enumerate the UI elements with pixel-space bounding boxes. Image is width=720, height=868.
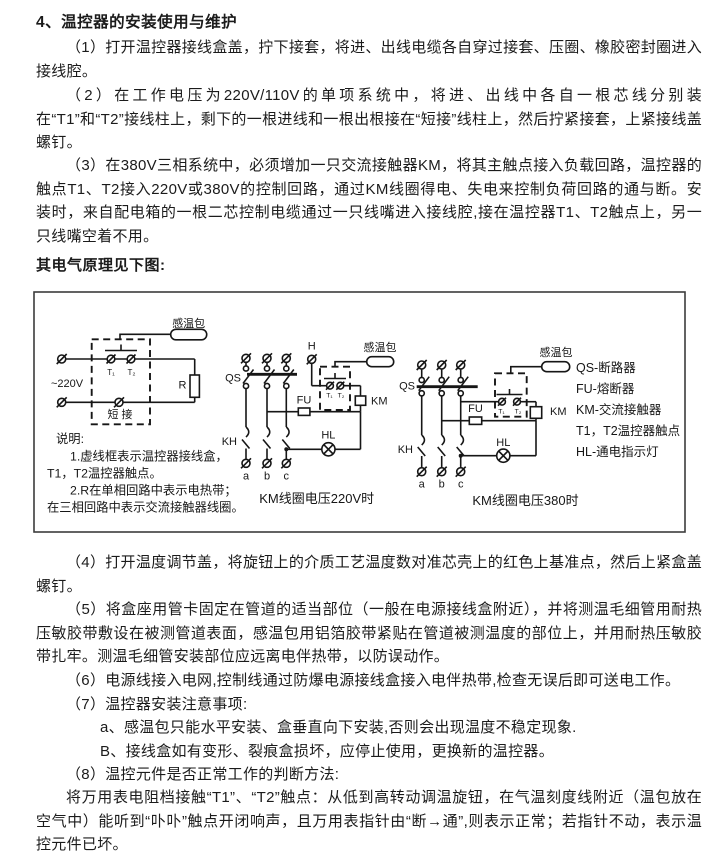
paragraph-3: （3）在380V三相系统中，必须增加一只交流接触器KM，将其主触点接入负载回路，… bbox=[36, 157, 702, 245]
phase-c-label: c bbox=[284, 471, 290, 483]
contactor-label: KM bbox=[371, 396, 388, 408]
paragraph-1: （1）打开温控器接线盒盖，拧下接套，将进、出线电缆各自穿过接套、压圈、橡胶密封圈… bbox=[36, 39, 702, 80]
contactor-coil-icon bbox=[529, 405, 543, 420]
sensor-bulb-label: 感温包 bbox=[540, 346, 573, 359]
voltage-label: ~220V bbox=[51, 378, 84, 390]
legend-qs: QS-断路器 bbox=[576, 360, 636, 375]
terminal-icon bbox=[240, 457, 292, 469]
diagram-border bbox=[33, 291, 686, 533]
junction-dot bbox=[284, 447, 289, 452]
legend-t1t2: T1，T2温控器触点 bbox=[576, 424, 680, 438]
t2-label: T₂ bbox=[338, 393, 345, 400]
junction-box-dashed bbox=[90, 338, 151, 426]
fuse-label: FU bbox=[297, 395, 312, 407]
capillary-line bbox=[509, 365, 542, 374]
diagram-notes: 说明: 1.虚线框表示温控器接线盒， T1，T2温控器触点。 2.R在单相回路中… bbox=[47, 431, 244, 515]
breaker-label: QS bbox=[399, 381, 415, 393]
thermostat-contacts-icon bbox=[496, 389, 523, 407]
legend-hl: HL-通电指示灯 bbox=[576, 444, 659, 459]
indicator-lamp-icon bbox=[320, 441, 336, 457]
neutral-terminal-label: H bbox=[308, 341, 316, 353]
paragraph-6: （6）电源线接入电网,控制线通过防爆电源接线盒接入电伴热带,检查无误后即可送电工… bbox=[66, 672, 681, 689]
thermostat-contacts-icon bbox=[324, 373, 346, 391]
paragraph-2: （2）在工作电压为220V/110V的单项系统中，将进、出线中各自一根芯线分别装… bbox=[36, 87, 702, 151]
t1-label: T₁ bbox=[326, 393, 333, 400]
heater-resistor-icon bbox=[189, 374, 201, 399]
resistor-label: R bbox=[179, 380, 187, 392]
fuse-icon bbox=[468, 416, 483, 426]
contactor-coil-icon bbox=[354, 395, 367, 407]
breaker-qs-icon bbox=[242, 362, 297, 390]
km-220v-circuit: H QS KH bbox=[222, 341, 397, 507]
paragraph-8-body: 将万用表电阻档接触“T1”、“T2”触点：从低到高转动调温旋钮，在气温刻度线附近… bbox=[36, 789, 702, 853]
paragraph-5: （5）将盒座用管卡固定在管道的适当部位（一般在电源接线盒附近），并将测温毛细管用… bbox=[36, 601, 702, 665]
indicator-lamp-icon bbox=[495, 448, 511, 464]
phase-a-label: a bbox=[419, 479, 426, 491]
notes-line-2: T1，T2温控器触点。 bbox=[47, 467, 162, 481]
fuse-icon bbox=[297, 407, 311, 417]
legend-fu: FU-熔断器 bbox=[576, 381, 635, 396]
sensor-bulb-icon bbox=[540, 360, 571, 373]
thermostat-contacts-icon bbox=[105, 344, 137, 365]
thermal-relay-label: KH bbox=[398, 444, 413, 456]
t2-label: T₂ bbox=[128, 368, 136, 377]
t1-label: T₁ bbox=[498, 409, 505, 416]
junction-dot bbox=[458, 453, 463, 458]
contactor-label: KM bbox=[550, 406, 567, 418]
short-link-label: 短 接 bbox=[107, 407, 132, 421]
phase-b-label: b bbox=[264, 471, 270, 483]
breaker-qs-icon bbox=[416, 369, 478, 397]
thermal-relay-kh-icon bbox=[417, 434, 465, 468]
notes-line-4: 在三相回路中表示交流接触器线圈。 bbox=[47, 500, 244, 515]
sensor-bulb-label: 感温包 bbox=[172, 317, 205, 330]
notes-line-1: 1.虚线框表示温控器接线盒， bbox=[70, 449, 228, 464]
thermal-relay-kh-icon bbox=[241, 426, 291, 460]
notes-line-3: 2.R在单相回路中表示电热带； bbox=[70, 483, 237, 498]
circuit-diagram-figure: 感温包 T₁ T₂ ~220V bbox=[33, 291, 686, 533]
diagram-heading: 其电气原理见下图: bbox=[36, 257, 166, 274]
single-phase-circuit: 感温包 T₁ T₂ ~220V bbox=[51, 317, 208, 426]
phase-b-label: b bbox=[439, 479, 445, 491]
paragraph-4: （4）打开温度调节盖，将旋钮上的介质工艺温度数对准芯壳上的红色上基准点，然后上紧… bbox=[36, 554, 702, 595]
terminal-icon bbox=[416, 466, 467, 478]
legend-km: KM-交流接触器 bbox=[576, 402, 662, 417]
fuse-label: FU bbox=[468, 403, 483, 415]
terminal-icon bbox=[56, 353, 125, 408]
t1-label: T₁ bbox=[107, 368, 115, 377]
paragraph-7: （7）温控器安装注意事项: bbox=[66, 696, 248, 713]
page-title: 4、温控器的安装使用与维护 bbox=[36, 14, 238, 31]
breaker-label: QS bbox=[225, 373, 241, 385]
diagram-legend: QS-断路器 FU-熔断器 KM-交流接触器 T1，T2温控器触点 HL-通电指… bbox=[576, 360, 680, 459]
sensor-bulb-icon bbox=[365, 355, 395, 368]
capillary-line bbox=[334, 360, 367, 367]
circuit-caption-220v: KM线圈电压220V时 bbox=[259, 491, 374, 506]
lamp-label: HL bbox=[496, 437, 510, 449]
km-380v-circuit: QS KH bbox=[398, 346, 579, 508]
thermal-relay-label: KH bbox=[222, 436, 237, 448]
capillary-line bbox=[119, 333, 171, 340]
paragraph-7a: a、感温包只能水平安装、盒垂直向下安装,否则会出现温度不稳定现象. bbox=[100, 719, 577, 736]
junction-box-dashed bbox=[319, 365, 351, 411]
terminal-icon bbox=[416, 359, 467, 371]
lamp-label: HL bbox=[321, 430, 335, 442]
notes-heading: 说明: bbox=[56, 431, 84, 446]
sensor-bulb-icon bbox=[169, 328, 208, 341]
phase-a-label: a bbox=[243, 471, 250, 483]
sensor-bulb-label: 感温包 bbox=[364, 341, 397, 354]
circuit-caption-380v: KM线圈电压380时 bbox=[472, 493, 578, 508]
paragraph-8: （8）温控元件是否正常工作的判断方法: bbox=[66, 766, 340, 783]
paragraph-7b: B、接线盒如有变形、裂痕盒损坏，应停止使用，更换新的温控器。 bbox=[100, 743, 555, 760]
phase-c-label: c bbox=[458, 479, 464, 491]
t2-label: T₂ bbox=[515, 409, 522, 416]
terminal-icon bbox=[240, 352, 318, 365]
